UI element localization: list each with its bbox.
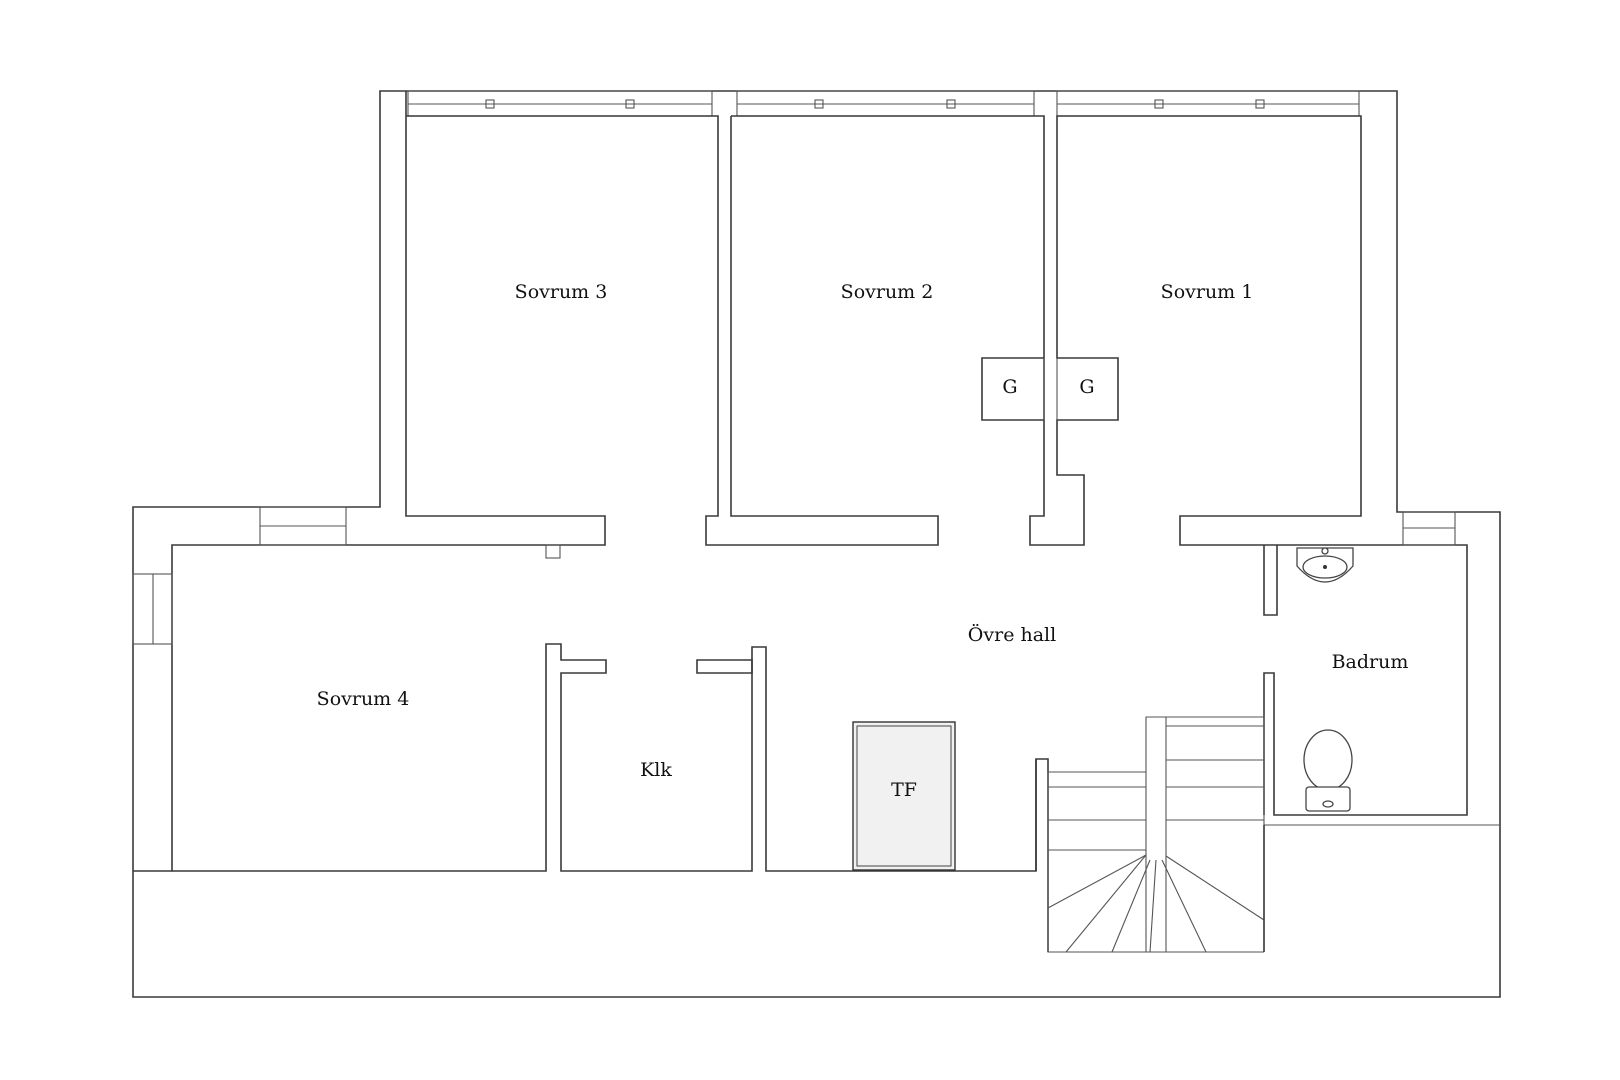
label-klk: Klk xyxy=(640,759,672,781)
label-tf: TF xyxy=(891,779,917,801)
window-hinge xyxy=(946,99,956,109)
badrum-wall xyxy=(1263,545,1278,616)
label-sovrum-1: Sovrum 1 xyxy=(1161,281,1254,303)
window-hinge xyxy=(485,99,495,109)
wall-stub xyxy=(545,544,561,559)
label-sovrum-3: Sovrum 3 xyxy=(515,281,608,303)
label-closet-right: G xyxy=(1079,376,1094,398)
label-sovrum-4: Sovrum 4 xyxy=(317,688,410,710)
window-hinge xyxy=(814,99,824,109)
label-sovrum-2: Sovrum 2 xyxy=(841,281,934,303)
window-hinge xyxy=(625,99,635,109)
label-closet-left: G xyxy=(1002,376,1017,398)
klk-wall xyxy=(696,659,753,674)
window-hinge xyxy=(1154,99,1164,109)
staircase-icon xyxy=(1035,716,1265,953)
tf-hatch xyxy=(852,721,956,871)
sovrum3-wall xyxy=(406,115,939,546)
sink-icon xyxy=(1296,547,1354,583)
toilet-icon xyxy=(1303,729,1353,812)
window-hinge xyxy=(1255,99,1265,109)
outer-wall xyxy=(132,90,1501,998)
inner-wall-line xyxy=(171,91,1049,952)
sovrum2-wall xyxy=(731,115,1468,816)
label-ovre-hall: Övre hall xyxy=(968,623,1056,646)
label-badrum: Badrum xyxy=(1332,651,1409,673)
